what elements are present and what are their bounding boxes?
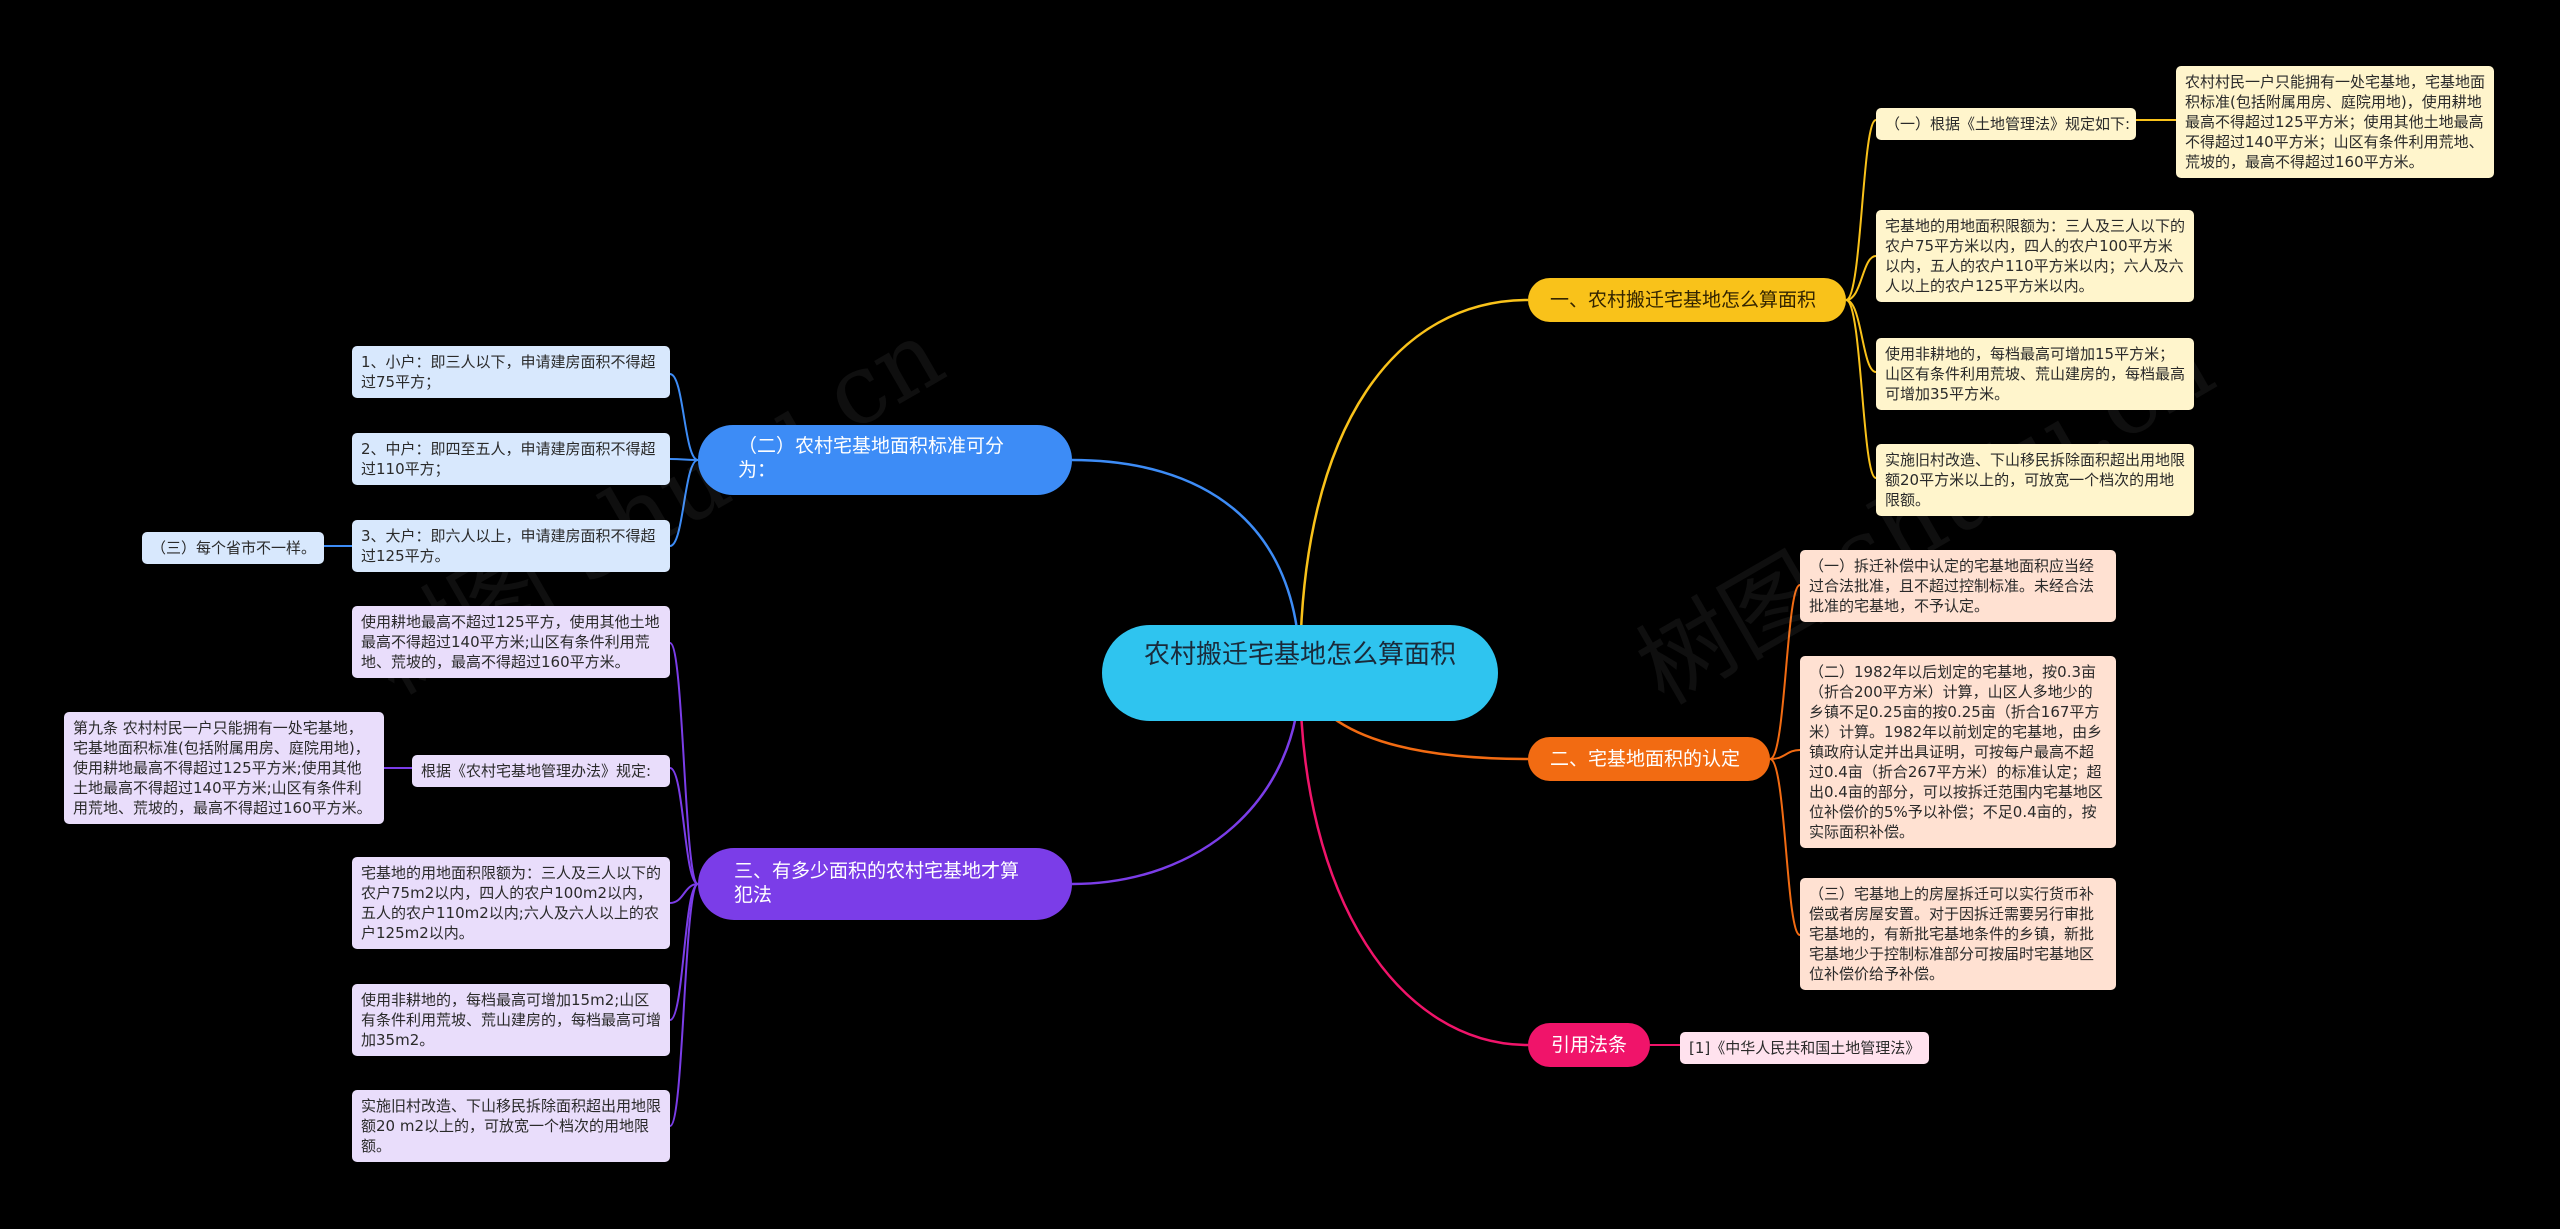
- area-leaf[interactable]: 使用非耕地的，每档最高可增加15平方米；山区有条件利用荒坡、荒山建房的，每档最高…: [1876, 338, 2194, 410]
- illegal-leaf[interactable]: 宅基地的用地面积限额为：三人及三人以下的农户75m2以内，四人的农户100m2以…: [352, 857, 670, 949]
- province-note[interactable]: （三）每个省市不一样。: [142, 532, 324, 564]
- recognition-leaf[interactable]: （一）拆迁补偿中认定的宅基地面积应当经过合法批准，且不超过控制标准。未经合法批准…: [1800, 550, 2116, 622]
- area-leaf[interactable]: 宅基地的用地面积限额为：三人及三人以下的农户75平方米以内，四人的农户100平方…: [1876, 210, 2194, 302]
- branch-recognition[interactable]: 二、宅基地面积的认定: [1528, 737, 1770, 781]
- branch-illegal[interactable]: 三、有多少面积的农村宅基地才算犯法: [698, 848, 1072, 920]
- recognition-leaf[interactable]: （三）宅基地上的房屋拆迁可以实行货币补偿或者房屋安置。对于因拆迁需要另行审批宅基…: [1800, 878, 2116, 990]
- branch-citation[interactable]: 引用法条: [1528, 1023, 1650, 1067]
- land-law-detail[interactable]: 农村村民一户只能拥有一处宅基地，宅基地面积标准(包括附属用房、庭院用地)，使用耕…: [2176, 66, 2494, 178]
- standard-leaf[interactable]: 1、小户：即三人以下，申请建房面积不得超过75平方；: [352, 346, 670, 398]
- root-topic[interactable]: 农村搬迁宅基地怎么算面积: [1102, 625, 1498, 721]
- link-root-illegal: [1071, 672, 1302, 886]
- link-root-standard: [1071, 458, 1302, 674]
- area-leaf[interactable]: 实施旧村改造、下山移民拆除面积超出用地限额20平方米以上的，可放宽一个档次的用地…: [1876, 444, 2194, 516]
- illegal-leaf[interactable]: 使用非耕地的，每档最高可增加15m2;山区有条件利用荒坡、荒山建房的，每档最高可…: [352, 984, 670, 1056]
- standard-leaf[interactable]: 3、大户：即六人以上，申请建房面积不得超过125平方。: [352, 520, 670, 572]
- citation-leaf[interactable]: [1]《中华人民共和国土地管理法》: [1680, 1032, 1930, 1064]
- regulation-label[interactable]: 根据《农村宅基地管理办法》规定:: [412, 755, 670, 787]
- illegal-leaf[interactable]: 使用耕地最高不超过125平方，使用其他土地最高不得超过140平方米;山区有条件利…: [352, 606, 670, 678]
- illegal-leaf[interactable]: 实施旧村改造、下山移民拆除面积超出用地限额20 m2以上的，可放宽一个档次的用地…: [352, 1090, 670, 1162]
- land-law-label[interactable]: （一）根据《土地管理法》规定如下:: [1876, 108, 2136, 140]
- recognition-leaf[interactable]: （二）1982年以后划定的宅基地，按0.3亩（折合200平方米）计算，山区人多地…: [1800, 656, 2116, 848]
- branch-area-calc[interactable]: 一、农村搬迁宅基地怎么算面积: [1528, 278, 1846, 322]
- article-nine[interactable]: 第九条 农村村民一户只能拥有一处宅基地，宅基地面积标准(包括附属用房、庭院用地)…: [64, 712, 384, 824]
- standard-leaf[interactable]: 2、中户：即四至五人，申请建房面积不得超过110平方；: [352, 433, 670, 485]
- branch-standard[interactable]: （二）农村宅基地面积标准可分为：: [698, 425, 1072, 495]
- link-root-area: [1298, 298, 1529, 674]
- link-root-citation: [1298, 672, 1529, 1047]
